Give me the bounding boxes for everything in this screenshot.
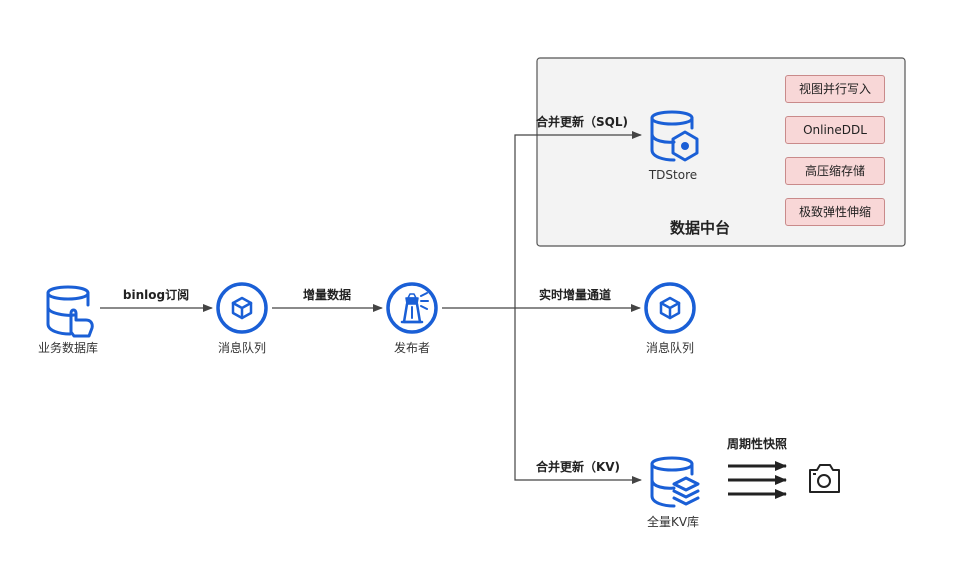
edge-label-incremental: 增量数据	[302, 288, 352, 302]
connectors	[100, 131, 642, 484]
tdstore-database-icon	[650, 110, 699, 162]
node-label-publisher: 发布者	[393, 341, 431, 355]
message-queue-icon	[216, 282, 268, 334]
node-label-mq-2: 消息队列	[645, 341, 695, 355]
node-label-mq-1: 消息队列	[217, 341, 267, 355]
node-label-kv-store: 全量KV库	[646, 515, 700, 529]
edge-merge-kv-line	[514, 308, 642, 484]
edge-label-snapshot: 周期性快照	[726, 437, 788, 451]
kv-database-icon	[650, 456, 700, 508]
snapshot-arrows	[728, 461, 787, 499]
node-label-business-db: 业务数据库	[37, 341, 99, 355]
feature-box: OnlineDDL	[785, 116, 885, 144]
edge-label-merge-sql: 合并更新（SQL)	[536, 115, 628, 129]
edge-label-realtime: 实时增量通道	[538, 288, 612, 302]
database-hand-icon	[46, 285, 94, 338]
message-queue-icon	[644, 282, 696, 334]
edge-label-binlog: binlog订阅	[122, 288, 190, 302]
feature-box: 极致弹性伸缩	[785, 198, 885, 226]
panel-title: 数据中台	[669, 219, 731, 237]
lighthouse-icon	[386, 282, 438, 334]
feature-box: 视图并行写入	[785, 75, 885, 103]
edge-label-merge-kv: 合并更新（KV)	[535, 460, 621, 474]
node-label-tdstore: TDStore	[648, 168, 698, 182]
camera-icon	[809, 464, 840, 493]
feature-box: 高压缩存储	[785, 157, 885, 185]
edge-merge-sql-line	[514, 131, 642, 308]
